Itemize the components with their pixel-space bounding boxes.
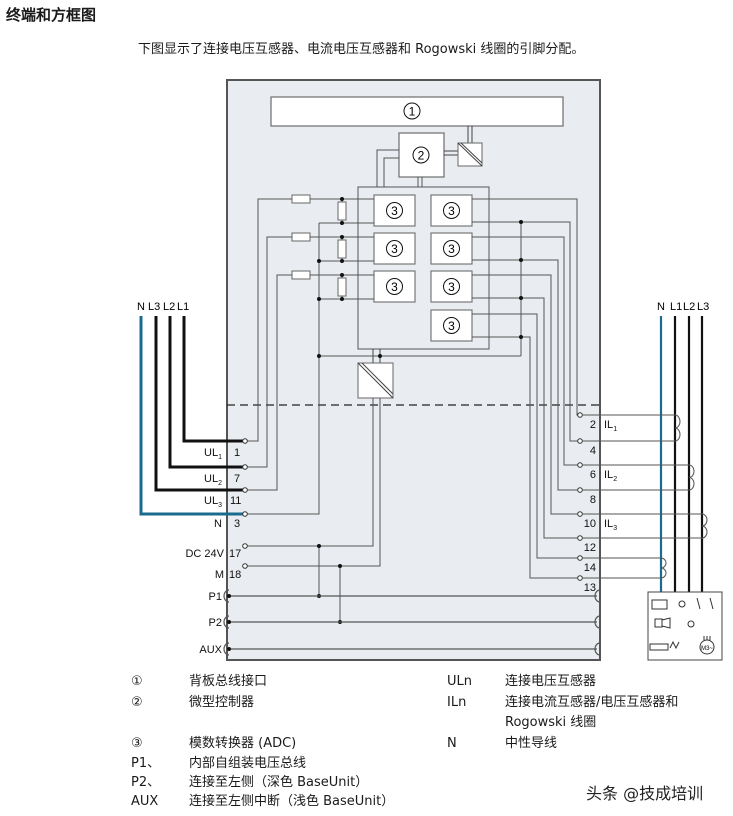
terminal-pin-17: 17 — [229, 548, 241, 560]
terminal-dc24v-label: DC 24V — [185, 548, 224, 560]
heater-icon — [649, 643, 669, 651]
terminal-n-label: N — [214, 518, 222, 530]
marker-3-circle — [443, 240, 460, 257]
terminal-pin-8: 8 — [590, 494, 596, 506]
terminal-il-label: IL2 — [604, 469, 617, 483]
terminal-pin-11: 11 — [230, 495, 241, 507]
motor-label: M3~ — [701, 646, 713, 652]
marker-2-label: 2 — [418, 149, 425, 163]
lamp-icon — [678, 600, 686, 608]
bus-p2-label: P2 — [209, 617, 222, 629]
adc-group — [357, 186, 490, 350]
left-bus-label-n: N — [137, 301, 145, 313]
bus-p1-label: P1 — [209, 591, 222, 603]
right-bus-label-l1: L1 — [670, 301, 682, 313]
loads-box: M3~ — [647, 591, 723, 661]
current-transformer-icon — [688, 464, 695, 491]
lamp-icon-2 — [687, 620, 695, 628]
left-bus-label-l1: L1 — [177, 301, 189, 313]
marker-3-label: 3 — [448, 280, 455, 294]
terminal-pin-3: 3 — [234, 518, 240, 530]
left-l3-wire — [154, 316, 243, 492]
terminal-il-label: IL3 — [604, 518, 617, 532]
marker-3-label: 3 — [391, 280, 398, 294]
terminal-pin-12: 12 — [584, 542, 596, 554]
adc-block: 3 — [373, 194, 416, 227]
terminal-il-label: IL1 — [604, 419, 617, 433]
terminal-ul3-label: UL3 — [204, 495, 222, 509]
terminal-pin-1: 1 — [234, 447, 240, 459]
terminal-pin-14: 14 — [584, 562, 596, 574]
marker-3-label: 3 — [391, 204, 398, 218]
marker-3-circle — [386, 202, 403, 219]
adc-block: 3 — [430, 194, 473, 227]
marker-3-circle — [386, 240, 403, 257]
adc-block: 3 — [373, 232, 416, 265]
marker-3-circle — [443, 202, 460, 219]
adc-block: 3 — [430, 232, 473, 265]
terminal-pin-4: 4 — [590, 445, 596, 457]
right-bus-label-l3: L3 — [697, 301, 709, 313]
marker-2-circle — [412, 146, 430, 164]
current-transformer-icon — [701, 513, 708, 539]
valve-icon — [654, 618, 663, 628]
current-transformer-icon — [660, 557, 667, 579]
terminal-m-label: M — [215, 569, 224, 581]
intro-text: 下图显示了连接电压互感器、电流电压互感器和 Rogowski 线圈的引脚分配。 — [138, 42, 585, 57]
bus-aux-label: AUX — [199, 644, 222, 656]
marker-3-label: 3 — [448, 204, 455, 218]
left-l2-wire — [168, 316, 243, 469]
relay-coil-icon — [651, 599, 668, 610]
terminal-ul2-label: UL2 — [204, 473, 222, 487]
marker-3-circle — [386, 278, 403, 295]
legend-right: ULn 连接电压互感器 ILn 连接电流互感器/电压互感器和 Rogowski … — [447, 674, 679, 751]
marker-1-label: 1 — [409, 105, 416, 119]
terminal-ul1-label: UL1 — [204, 447, 222, 461]
current-transformer-icon — [674, 414, 681, 442]
marker-1-circle — [403, 102, 421, 120]
right-bus-label-l2: L2 — [683, 301, 695, 313]
right-bus-label-n: N — [657, 301, 665, 313]
marker-3-label: 3 — [448, 242, 455, 256]
marker-3-label: 3 — [448, 319, 455, 333]
watermark: 头条 @技成培训 — [586, 784, 704, 803]
terminal-pin-18: 18 — [229, 569, 241, 581]
legend-left: ① 背板总线接口 ② 微型控制器 ③ 模数转换器 (ADC) P1、 内部自组装… — [131, 674, 395, 809]
left-n-wire — [139, 316, 243, 516]
marker-3-label: 3 — [391, 242, 398, 256]
terminal-pin-13: 13 — [584, 582, 596, 594]
marker-3-circle — [443, 278, 460, 295]
left-l1-wire — [182, 316, 243, 443]
adc-block: 3 — [373, 270, 416, 303]
terminal-pin-2: 2 — [590, 419, 596, 431]
terminal-pin-6: 6 — [590, 469, 596, 481]
left-bus-label-l2: L2 — [163, 301, 175, 313]
terminal-pin-7: 7 — [234, 473, 240, 485]
terminal-pin-10: 10 — [584, 518, 596, 530]
adc-block: 3 — [430, 270, 473, 303]
page-title: 终端和方框图 — [6, 6, 97, 24]
left-bus-label-l3: L3 — [148, 301, 160, 313]
marker-3-circle — [443, 317, 460, 334]
adc-block: 3 — [430, 309, 473, 342]
